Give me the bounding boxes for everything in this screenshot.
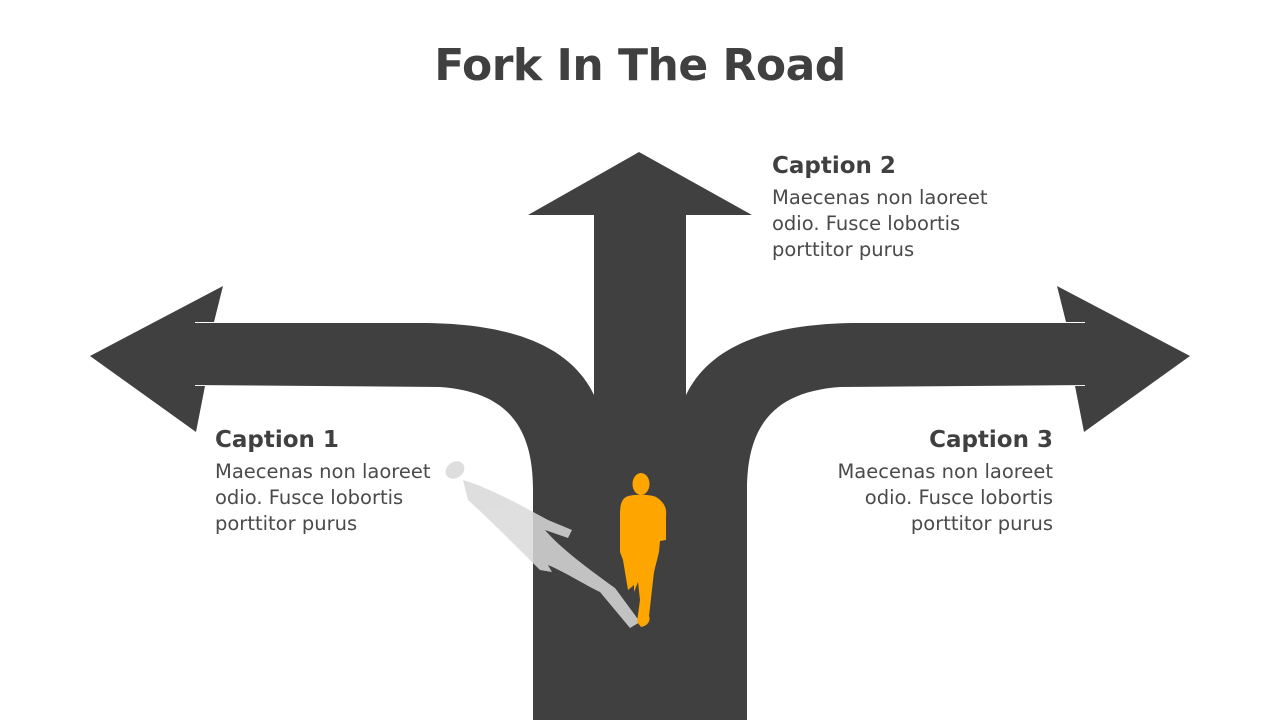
slide-title: Fork In The Road — [434, 40, 846, 91]
caption-2-line-3: porttitor purus — [772, 238, 915, 261]
road-shape — [190, 215, 1090, 720]
caption-2-heading: Caption 2 — [772, 153, 896, 179]
arrow-left-icon — [90, 286, 223, 432]
caption-1-body: Maecenas non laoreet odio. Fusce loborti… — [215, 459, 431, 537]
caption-2-line-2: odio. Fusce lobortis — [772, 212, 961, 235]
arrow-right-icon — [1057, 286, 1190, 432]
arrow-up-icon — [528, 152, 752, 215]
walker-shadow — [445, 461, 640, 628]
caption-3-line-1: Maecenas non laoreet — [837, 460, 1053, 483]
caption-1-line-1: Maecenas non laoreet — [215, 460, 431, 483]
caption-1: Caption 1 Maecenas non laoreet odio. Fus… — [215, 427, 431, 537]
person-walking-icon — [620, 473, 667, 627]
caption-3-heading: Caption 3 — [929, 427, 1053, 453]
caption-3-line-2: odio. Fusce lobortis — [864, 486, 1053, 509]
caption-1-line-2: odio. Fusce lobortis — [215, 486, 404, 509]
caption-2-body: Maecenas non laoreet odio. Fusce loborti… — [772, 185, 988, 263]
caption-2-line-1: Maecenas non laoreet — [772, 186, 988, 209]
caption-3-line-3: porttitor purus — [910, 512, 1053, 535]
caption-1-heading: Caption 1 — [215, 427, 339, 453]
caption-1-line-3: porttitor purus — [215, 512, 358, 535]
caption-3: Caption 3 Maecenas non laoreet odio. Fus… — [800, 427, 1053, 537]
caption-2: Caption 2 Maecenas non laoreet odio. Fus… — [772, 153, 988, 263]
caption-3-body: Maecenas non laoreet odio. Fusce loborti… — [800, 459, 1053, 537]
